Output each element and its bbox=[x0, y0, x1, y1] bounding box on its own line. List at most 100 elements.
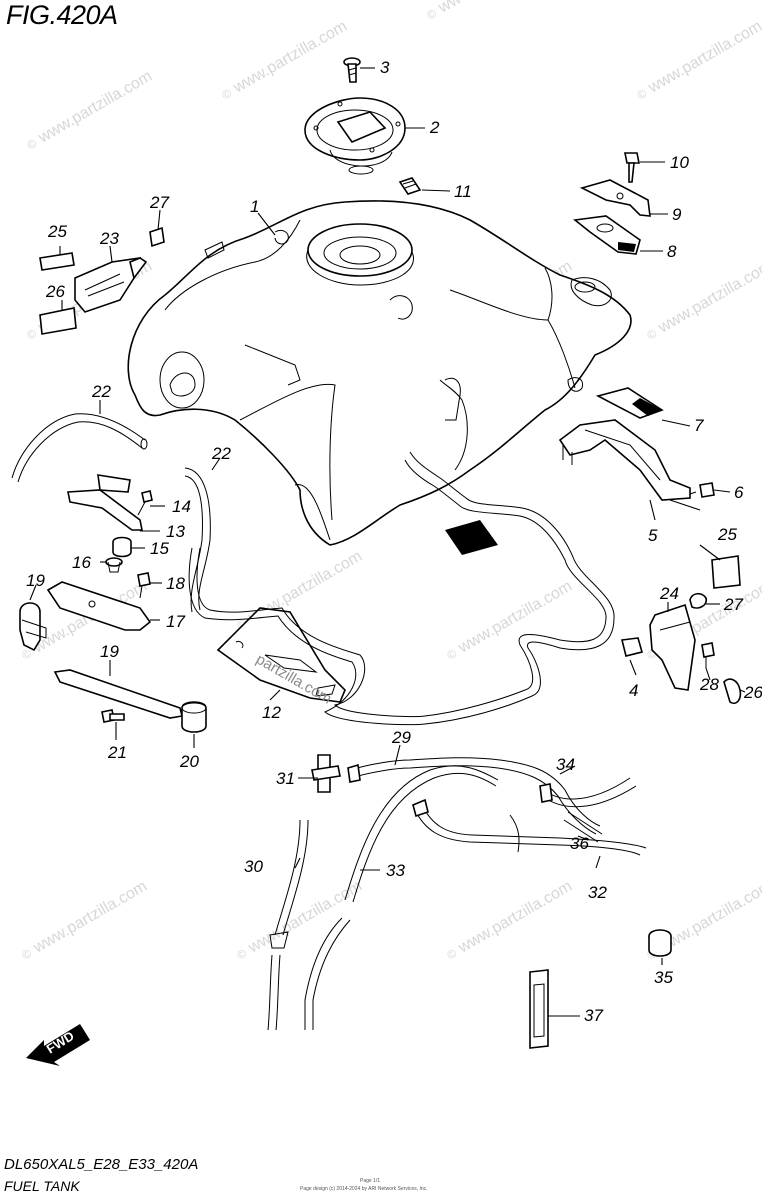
rod-part-19[interactable] bbox=[53, 669, 183, 719]
grommet-part-15[interactable] bbox=[112, 536, 132, 558]
callout-15[interactable]: 15 bbox=[150, 539, 169, 558]
callout-10[interactable]: 10 bbox=[670, 153, 689, 172]
fuel-cap-part[interactable] bbox=[304, 97, 406, 175]
bolt-part-21[interactable] bbox=[101, 709, 125, 723]
callout-26-right[interactable]: 26 bbox=[743, 683, 762, 702]
clip-part-28[interactable] bbox=[701, 642, 715, 668]
grommet-part-4[interactable] bbox=[621, 637, 643, 657]
hose-part-22-left[interactable] bbox=[11, 413, 148, 483]
screw-part-3[interactable] bbox=[343, 57, 361, 83]
watermark-copyright: © bbox=[425, 6, 440, 23]
hose-part-29[interactable] bbox=[347, 757, 601, 835]
bolt-part-18[interactable] bbox=[137, 572, 151, 599]
callout-27-right[interactable]: 27 bbox=[723, 595, 743, 614]
callout-12[interactable]: 12 bbox=[262, 703, 281, 722]
watermark-copyright: © bbox=[220, 86, 235, 103]
hose-part-32[interactable] bbox=[412, 798, 647, 856]
callout-32[interactable]: 32 bbox=[588, 883, 607, 902]
cap-part-27-left[interactable] bbox=[149, 226, 165, 248]
pad-part-26-left[interactable] bbox=[39, 307, 77, 335]
callout-33[interactable]: 33 bbox=[386, 861, 405, 880]
callout-22-left[interactable]: 22 bbox=[91, 382, 111, 401]
callout-27-left[interactable]: 27 bbox=[149, 193, 169, 212]
collar-part-16[interactable] bbox=[105, 557, 123, 573]
callout-14[interactable]: 14 bbox=[172, 497, 191, 516]
callout-19-rod[interactable]: 19 bbox=[100, 642, 119, 661]
figure-title: FIG.420A bbox=[6, 0, 118, 30]
callout-5[interactable]: 5 bbox=[648, 526, 658, 545]
hose-part-34[interactable] bbox=[539, 777, 637, 808]
hose-part-33[interactable] bbox=[304, 765, 499, 1030]
callout-17[interactable]: 17 bbox=[166, 612, 185, 631]
callout-35[interactable]: 35 bbox=[654, 968, 673, 987]
bracket-part-9[interactable] bbox=[579, 179, 651, 217]
cushion-part-7[interactable] bbox=[595, 387, 664, 419]
callout-2[interactable]: 2 bbox=[429, 118, 440, 137]
callout-25-left[interactable]: 25 bbox=[47, 222, 67, 241]
callout-29[interactable]: 29 bbox=[391, 728, 411, 747]
bolt-part-14[interactable] bbox=[137, 490, 153, 516]
callout-34[interactable]: 34 bbox=[556, 755, 575, 774]
bolt-part-10[interactable] bbox=[624, 152, 640, 183]
hose-part-22-center[interactable] bbox=[184, 467, 211, 613]
fwd-arrow-icon: FWD bbox=[26, 1024, 90, 1066]
callout-36[interactable]: 36 bbox=[570, 834, 589, 853]
watermark-text: www.partzilla.com bbox=[230, 18, 350, 97]
hose-part-36[interactable] bbox=[563, 811, 603, 843]
pad-part-26-right[interactable] bbox=[723, 678, 742, 705]
callout-31[interactable]: 31 bbox=[276, 769, 295, 788]
callout-1[interactable]: 1 bbox=[250, 197, 259, 216]
callout-16[interactable]: 16 bbox=[72, 553, 91, 572]
watermark-item: ©www.partzilla.com bbox=[20, 878, 151, 963]
leader-lines bbox=[29, 67, 746, 1017]
callout-7[interactable]: 7 bbox=[694, 416, 704, 435]
callout-25-right[interactable]: 25 bbox=[717, 525, 737, 544]
callout-21[interactable]: 21 bbox=[107, 743, 127, 762]
bracket-part-13[interactable] bbox=[67, 474, 143, 531]
callout-28[interactable]: 28 bbox=[699, 675, 719, 694]
watermark-text: www.partzilla.com bbox=[35, 68, 155, 147]
callout-3[interactable]: 3 bbox=[380, 58, 390, 77]
damper-part-20[interactable] bbox=[181, 701, 207, 733]
damper-part-11[interactable] bbox=[398, 177, 422, 195]
clamp-part-35[interactable] bbox=[648, 929, 672, 957]
band-part-37[interactable] bbox=[529, 969, 549, 1049]
callout-20[interactable]: 20 bbox=[179, 752, 199, 771]
callout-11[interactable]: 11 bbox=[454, 182, 472, 201]
label-part-25-left[interactable] bbox=[39, 252, 75, 271]
hose-loop-part[interactable] bbox=[188, 451, 615, 726]
watermark-item: ©www.partzilla.com bbox=[220, 18, 351, 103]
cap-part-27-right[interactable] bbox=[689, 592, 708, 609]
callout-22-center[interactable]: 22 bbox=[211, 444, 231, 463]
callout-23[interactable]: 23 bbox=[99, 229, 119, 248]
label-part-25-right[interactable] bbox=[711, 555, 741, 589]
joint-part-31[interactable] bbox=[311, 754, 341, 793]
callout-8[interactable]: 8 bbox=[667, 242, 677, 261]
callout-4[interactable]: 4 bbox=[629, 681, 638, 700]
watermark-item: ©www.partzilla.com bbox=[645, 258, 762, 343]
callout-24[interactable]: 24 bbox=[659, 584, 679, 603]
bracket-part-5[interactable] bbox=[558, 419, 691, 501]
callout-18[interactable]: 18 bbox=[166, 574, 185, 593]
cover-part-24[interactable] bbox=[649, 603, 696, 691]
hook-part-19-left[interactable] bbox=[19, 602, 47, 652]
callout-9[interactable]: 9 bbox=[672, 205, 682, 224]
bolt-part-6[interactable] bbox=[689, 482, 715, 498]
watermark-text: www.partzilla.com bbox=[645, 18, 762, 97]
callout-26-left[interactable]: 26 bbox=[45, 282, 65, 301]
watermark-text: www.partzilla.com bbox=[455, 578, 575, 657]
watermark-text: www.partzilla.com bbox=[30, 878, 150, 957]
watermark-copyright: © bbox=[20, 946, 35, 963]
bracket-part-23[interactable] bbox=[74, 257, 148, 313]
fuel-tank-part[interactable] bbox=[127, 200, 632, 546]
plate-part-8[interactable] bbox=[573, 215, 641, 255]
callout-19-top[interactable]: 19 bbox=[26, 571, 45, 590]
watermark-copyright: © bbox=[445, 646, 460, 663]
plate-part-17[interactable] bbox=[46, 581, 152, 631]
callout-37[interactable]: 37 bbox=[584, 1006, 603, 1025]
hose-part-30[interactable] bbox=[267, 819, 309, 1031]
callout-30[interactable]: 30 bbox=[244, 857, 263, 876]
figure-code: DL650XAL5_E28_E33_420A bbox=[4, 1156, 199, 1173]
callout-13[interactable]: 13 bbox=[166, 522, 185, 541]
callout-6[interactable]: 6 bbox=[734, 483, 744, 502]
